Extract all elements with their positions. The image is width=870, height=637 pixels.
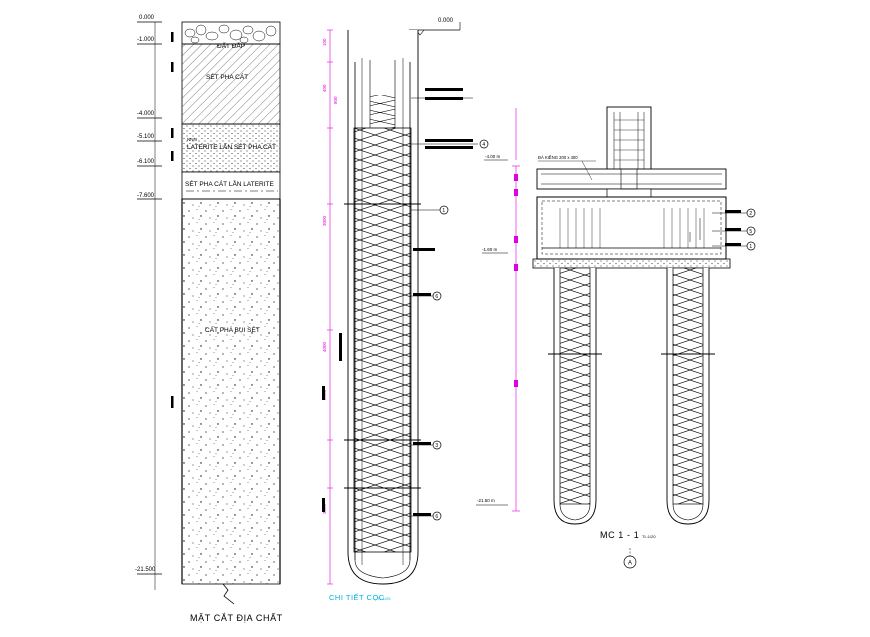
layer-label: CÁT PHA BỤI SÉT — [205, 325, 260, 334]
level-label: -1.60 m — [482, 247, 498, 252]
pile-top-level: 0.000 — [438, 18, 454, 24]
dim-label: 3000 — [322, 215, 327, 226]
level-label: 0.000 — [139, 15, 155, 21]
level-labels: 0.000 -1.000 -4.000 -5.100 -6.100 -7.600… — [135, 15, 156, 573]
clay-laterite-layer — [181, 171, 281, 200]
section-scale: TL:1/20 — [642, 534, 656, 539]
pile-detail-title: CHI TIẾT CỌC — [329, 592, 385, 602]
sandy-clay-layer — [181, 43, 281, 125]
grid-axis-bubble — [623, 555, 637, 569]
callout-number: 1 — [749, 244, 752, 250]
callout-number: 6 — [435, 294, 438, 300]
dim-label: 400 — [322, 84, 327, 92]
silty-sand-layer — [181, 198, 281, 585]
callout-number: 4 — [482, 142, 485, 148]
level-label: -4.000 — [137, 111, 155, 117]
layer-label: LATERITE LẪN SÉT PHA CÁT — [187, 142, 276, 151]
rebar-cage — [353, 127, 412, 553]
level-label: -5.100 — [137, 134, 155, 140]
section-title: MC 1 - 1 — [600, 530, 639, 540]
tie-beam — [536, 168, 727, 190]
callout-number: 3 — [435, 443, 438, 449]
geological-section: 0.000 -1.000 -4.000 -5.100 -6.100 -7.600… — [135, 15, 283, 623]
ruler-ticks — [171, 32, 174, 408]
layer-label: ĐẤT ĐẮP — [217, 40, 245, 50]
layer-label: SÉT PHA CÁT LẪN LATERITE — [185, 179, 275, 188]
cobble-pattern — [184, 24, 277, 44]
break-symbol — [222, 583, 235, 605]
level-markers — [137, 21, 162, 590]
geo-section-title: MẶT CẮT ĐỊA CHẤT — [190, 613, 283, 623]
grid-axis-label: A — [628, 561, 632, 567]
layer-label: SÉT PHA CÁT — [206, 72, 248, 81]
pile-detail: 0.000 100 400 — [322, 18, 489, 602]
level-label: -21.50 m — [477, 498, 495, 503]
layer-note: NNN — [187, 137, 197, 142]
callout-number: 5 — [749, 229, 752, 235]
dim-label: 100 — [322, 38, 327, 46]
pile-callouts: 4 1 6 3 6 — [432, 139, 489, 521]
lean-concrete — [532, 258, 731, 269]
section-1-1: -4.00 m -1.60 m -21.50 m ĐÀ KIỀNG 200 x … — [476, 106, 756, 569]
tie-beam-label: ĐÀ KIỀNG 200 x 400 — [538, 155, 578, 160]
section-rebar-tags — [725, 210, 741, 246]
dim-label: 4000 — [322, 341, 327, 352]
section-dimension — [512, 108, 520, 512]
callout-number: 1 — [442, 208, 445, 214]
callout-number: 2 — [749, 211, 752, 217]
level-label: -4.00 m — [485, 154, 501, 159]
section-piles — [548, 267, 715, 525]
level-label: -7.600 — [137, 193, 155, 199]
level-label: -6.100 — [137, 159, 155, 165]
level-label: -1.000 — [137, 37, 155, 43]
rebar-symbols — [322, 88, 473, 516]
pile-cap — [536, 196, 727, 260]
callout-number: 6 — [435, 514, 438, 520]
laterite-layer — [181, 123, 281, 173]
stiffener-rings — [344, 203, 421, 489]
pile-detail-scale: TL:1/25 — [377, 596, 391, 601]
level-label: -21.500 — [135, 567, 156, 573]
dim-label: 800 — [333, 96, 338, 104]
